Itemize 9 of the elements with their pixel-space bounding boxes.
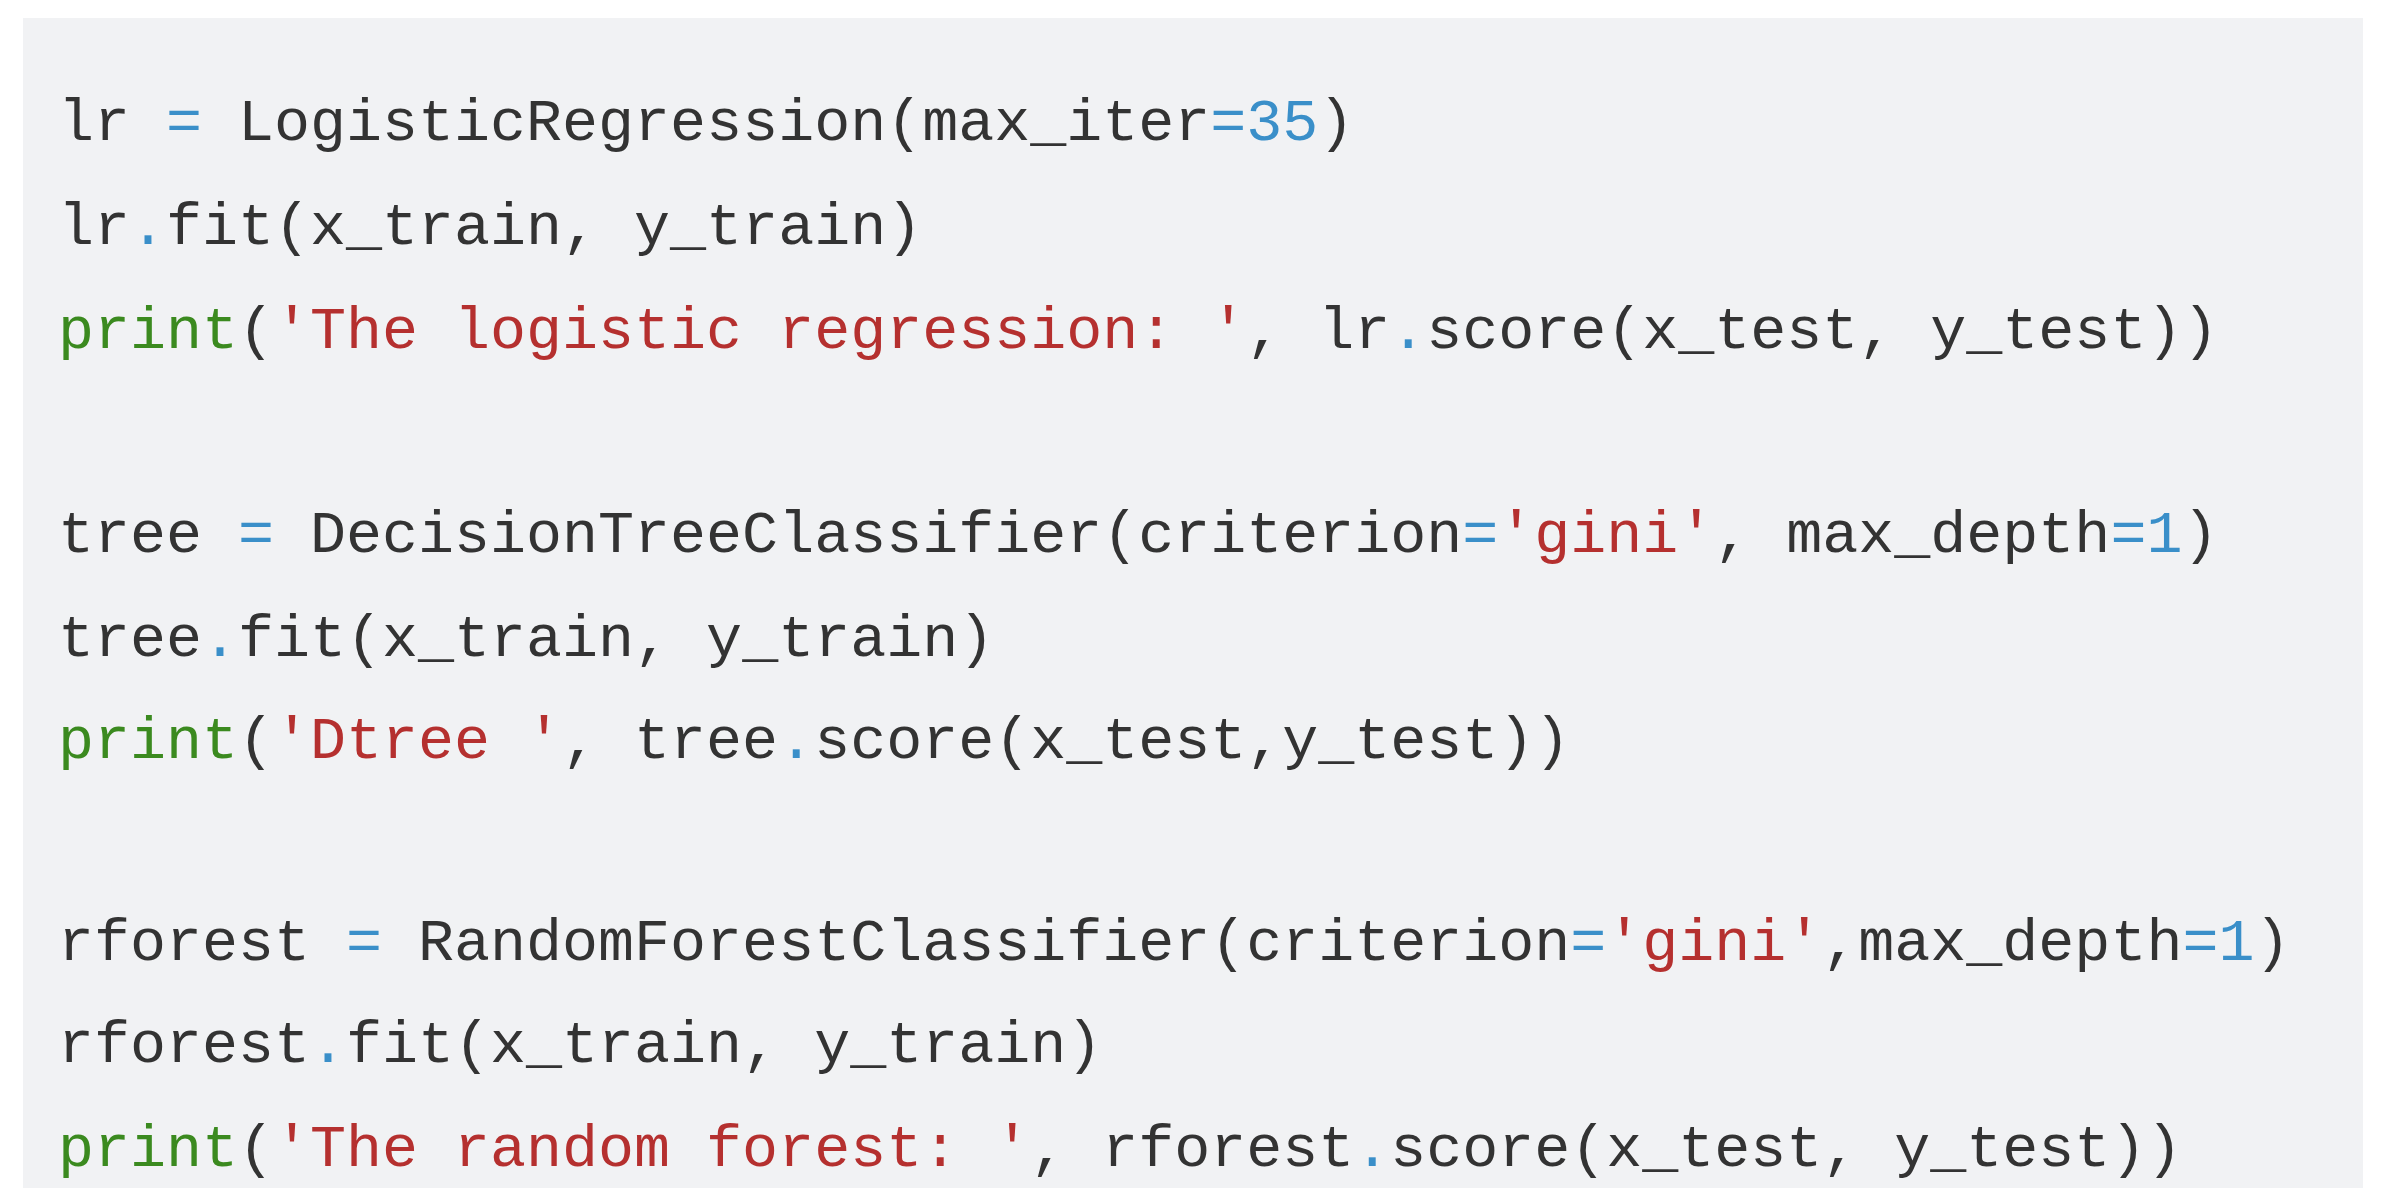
- code-line: tree = DecisionTreeClassifier(criterion='gini', max_depth=1): [58, 506, 2219, 566]
- code-line: print('The logistic regression: ', lr.score(x_test, y_test)): [58, 302, 2219, 362]
- code-line: tree.fit(x_train, y_train): [58, 610, 995, 670]
- code-line: rforest = RandomForestClassifier(criterion='gini',max_depth=1): [58, 914, 2291, 974]
- code-line: print('The random forest: ', rforest.score(x_test, y_test)): [58, 1120, 2183, 1180]
- code-line: rforest.fit(x_train, y_train): [58, 1016, 1103, 1076]
- code-line: print('Dtree ', tree.score(x_test,y_test)): [58, 712, 1571, 772]
- code-line: lr.fit(x_train, y_train): [58, 198, 923, 258]
- code-line: lr = LogisticRegression(max_iter=35): [58, 94, 1355, 154]
